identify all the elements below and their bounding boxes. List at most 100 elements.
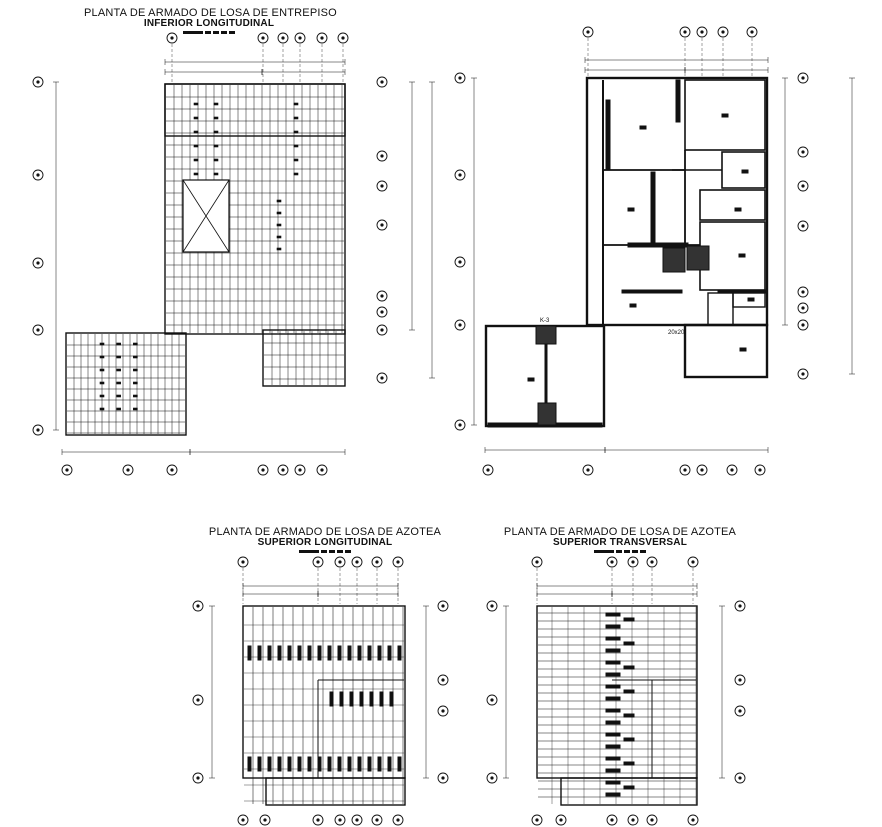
bar-label — [397, 756, 402, 772]
bar-label — [377, 645, 382, 661]
bar-label — [605, 720, 621, 725]
axis-bubble-dot — [458, 173, 462, 177]
bar-label-ll-tag — [99, 342, 105, 346]
bar-label-tag — [293, 158, 299, 162]
scale-bar — [495, 550, 745, 553]
axis-bubble-dot — [683, 30, 687, 34]
axis-bubble-dot — [738, 709, 742, 713]
bar-label — [623, 641, 635, 646]
slab-outline-lower-right — [262, 329, 346, 387]
axis-bubble-dot — [36, 261, 40, 265]
axis-bubble-dot — [721, 30, 725, 34]
solid-wall — [717, 289, 767, 294]
axis-bubble-dot — [535, 560, 539, 564]
bar-label-tag — [193, 144, 199, 148]
axis-bubble-dot — [241, 818, 245, 822]
bar-label-ll-tag — [116, 381, 121, 385]
bar-label-ll-tag — [99, 407, 105, 411]
plan-subtitle: SUPERIOR TRANSVERSAL — [552, 537, 687, 548]
axis-bubble-dot — [441, 776, 445, 780]
column-hatched — [662, 247, 686, 273]
axis-bubble-dot — [700, 30, 704, 34]
bar-label — [623, 689, 635, 694]
plan-entrepiso-inferior-longitudinal — [32, 32, 435, 476]
room-tag — [629, 303, 637, 308]
room-tag — [527, 377, 535, 382]
axis-bubble-dot — [341, 36, 345, 40]
axis-bubble-dot — [263, 818, 267, 822]
bar-label-tag — [293, 116, 299, 120]
plan-subtitle: INFERIOR LONGITUDINAL — [143, 18, 275, 29]
bar-label-tag — [213, 116, 219, 120]
plan-azotea-superior-longitudinal — [192, 556, 449, 826]
axis-bubble-dot — [559, 818, 563, 822]
axis-bubble-dot — [170, 468, 174, 472]
axis-bubble-dot — [801, 290, 805, 294]
axis-bubble-dot — [758, 468, 762, 472]
title-block-azotea-longitudinal: PLANTA DE ARMADO DE LOSA DE AZOTEA SUPER… — [200, 526, 450, 553]
bar-label-ll-tag — [99, 368, 105, 372]
bar-label — [605, 744, 621, 749]
bar-label — [605, 768, 621, 773]
axis-bubble-dot — [490, 698, 494, 702]
axis-bubble-dot — [396, 560, 400, 564]
axis-bubble-dot — [196, 604, 200, 608]
axis-bubble-dot — [36, 80, 40, 84]
bar-label — [387, 645, 392, 661]
axis-bubble-dot — [801, 372, 805, 376]
bar-label-ll-tag — [116, 368, 121, 372]
bar-label — [605, 672, 621, 677]
axis-bubble-dot — [170, 36, 174, 40]
bar-label — [605, 756, 621, 761]
column-hatched — [535, 325, 557, 345]
bar-label-mid-tag — [276, 199, 282, 203]
bar-label — [605, 636, 621, 641]
plan-title: PLANTA DE ARMADO DE LOSA DE AZOTEA — [503, 526, 737, 538]
axis-bubble-dot — [126, 468, 130, 472]
solid-wall — [627, 242, 689, 248]
scale-bar — [200, 550, 450, 553]
room-tag — [734, 207, 742, 212]
bar-label — [359, 691, 364, 707]
solid-wall — [650, 171, 656, 245]
axis-bubble-dot — [801, 76, 805, 80]
axis-bubble-dot — [738, 776, 742, 780]
bar-label — [605, 684, 621, 689]
room — [699, 221, 766, 291]
axis-bubble-dot — [380, 154, 384, 158]
axis-bubble-dot — [380, 310, 384, 314]
axis-bubble-dot — [490, 604, 494, 608]
solid-wall — [621, 289, 683, 294]
bar-label — [623, 665, 635, 670]
bar-label-ll-tag — [116, 355, 121, 359]
axis-bubble-dot — [355, 560, 359, 564]
room-tag — [639, 125, 647, 130]
axis-bubble-dot — [631, 818, 635, 822]
bar-label — [369, 691, 374, 707]
axis-bubble-dot — [196, 698, 200, 702]
axis-bubble-dot — [750, 30, 754, 34]
plan-architectural-layout — [454, 26, 855, 476]
bar-label — [317, 756, 322, 772]
bar-label — [357, 645, 362, 661]
bar-label — [277, 756, 282, 772]
bar-label — [379, 691, 384, 707]
axis-bubble-dot — [281, 36, 285, 40]
axis-bubble-dot — [650, 560, 654, 564]
bar-label — [267, 756, 272, 772]
bar-label — [605, 648, 621, 653]
slab-outline — [536, 605, 698, 779]
axis-bubble-dot — [650, 818, 654, 822]
bar-label — [327, 756, 332, 772]
axis-bubble-dot — [196, 776, 200, 780]
axis-bubble-dot — [380, 80, 384, 84]
axis-bubble-dot — [441, 709, 445, 713]
bar-label-tag — [293, 102, 299, 106]
bar-label — [317, 645, 322, 661]
bar-label — [605, 660, 621, 665]
bar-label — [623, 785, 635, 790]
bar-label — [347, 756, 352, 772]
bar-label-tag — [193, 158, 199, 162]
room-tag — [627, 207, 635, 212]
